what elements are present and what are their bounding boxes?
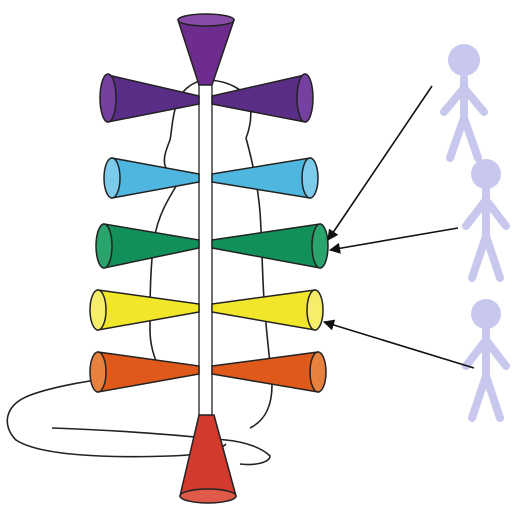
body-outline bbox=[7, 80, 272, 465]
node-sacral bbox=[202, 366, 210, 374]
sacral-funnel-right bbox=[212, 352, 318, 392]
brow-funnel-left-mouth bbox=[100, 74, 116, 122]
throat-funnel-right-mouth bbox=[302, 158, 318, 198]
throat-funnel-left-mouth bbox=[104, 158, 120, 198]
channel-nodes bbox=[202, 96, 210, 374]
crown-funnel bbox=[178, 14, 234, 85]
throat-funnels bbox=[104, 158, 318, 198]
node-solar-plexus bbox=[202, 304, 210, 312]
node-throat bbox=[202, 174, 210, 182]
root-funnel bbox=[180, 415, 236, 503]
heart-funnel-right bbox=[212, 224, 320, 268]
throat-funnel-right bbox=[212, 158, 310, 198]
leg-inner-outline bbox=[52, 428, 270, 465]
brow-funnel-right bbox=[212, 75, 305, 122]
sacral-funnel-right-mouth bbox=[310, 352, 326, 392]
heart-funnel-left-mouth bbox=[96, 224, 112, 268]
throat-funnel-left bbox=[112, 158, 199, 198]
person-icon bbox=[466, 159, 506, 278]
arrow-to-heart-diagonal bbox=[328, 86, 432, 240]
brow-funnel-left bbox=[108, 75, 199, 122]
solar-plexus-funnel-left bbox=[98, 290, 199, 330]
node-brow bbox=[202, 96, 210, 104]
torso-front-outline bbox=[150, 180, 180, 370]
person-icon bbox=[466, 299, 506, 418]
person-icon bbox=[444, 44, 484, 158]
central-channel bbox=[199, 80, 212, 470]
arrow-to-heart-horizontal bbox=[330, 228, 458, 250]
solar-plexus-funnel-left-mouth bbox=[90, 290, 106, 330]
solar-plexus-funnel-right-mouth bbox=[307, 290, 323, 330]
arrows bbox=[324, 86, 474, 368]
arrow-to-solar-plexus bbox=[324, 322, 474, 368]
node-heart bbox=[202, 240, 210, 248]
sacral-funnel-left bbox=[98, 352, 199, 392]
brow-funnel-right-mouth bbox=[297, 74, 313, 122]
sacral-funnel-left-mouth bbox=[90, 352, 106, 392]
heart-funnel-right-mouth bbox=[312, 224, 328, 268]
